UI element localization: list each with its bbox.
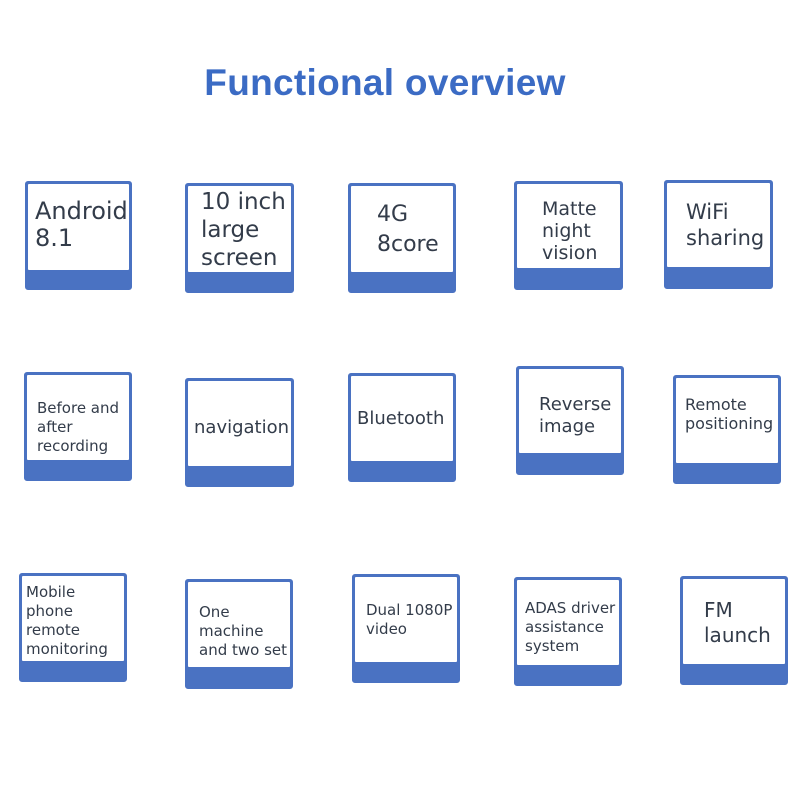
feature-tile-wifi: WiFi sharing <box>664 180 773 289</box>
feature-tile-navigation: navigation <box>185 378 294 487</box>
feature-label: WiFi sharing <box>686 200 765 250</box>
feature-label: 10 inch large screen <box>201 189 286 271</box>
feature-label: Matte night vision <box>542 198 598 264</box>
feature-label: Android 8.1 <box>35 197 128 252</box>
feature-tile-screen: 10 inch large screen <box>185 183 294 293</box>
feature-label: One machine and two set <box>199 603 288 659</box>
feature-tile-adas: ADAS driver assistance system <box>514 577 622 686</box>
feature-label: FM launch <box>704 598 771 647</box>
feature-tile-mobile-camera: Mobile phone remote monitoring camera <box>19 573 127 682</box>
feature-tile-reverse: Reverse image <box>516 366 624 475</box>
feature-label: navigation <box>194 417 290 438</box>
feature-tile-dual-video: Dual 1080P video <box>352 574 460 683</box>
feature-label: Reverse image <box>539 394 612 437</box>
feature-tile-one-machine: One machine and two set <box>185 579 293 689</box>
feature-label: ADAS driver assistance system <box>525 599 616 655</box>
feature-tile-fm: FM launch <box>680 576 788 685</box>
feature-label: Bluetooth <box>357 408 445 429</box>
page-title: Functional overview <box>204 62 566 103</box>
feature-tile-remote: Remote positioning <box>673 375 781 484</box>
feature-tile-bluetooth: Bluetooth <box>348 373 456 482</box>
feature-label: Dual 1080P video <box>366 601 453 638</box>
feature-label: Before and after recording <box>37 399 120 455</box>
feature-label: Remote positioning <box>685 395 774 433</box>
feature-tile-night: Matte night vision <box>514 181 623 290</box>
feature-tile-android: Android 8.1 <box>25 181 132 290</box>
feature-label: 4G 8core <box>377 202 439 257</box>
feature-label: Mobile phone remote monitoring camera <box>26 583 108 661</box>
feature-tile-core: 4G 8core <box>348 183 456 293</box>
feature-tile-recording: Before and after recording <box>24 372 132 481</box>
